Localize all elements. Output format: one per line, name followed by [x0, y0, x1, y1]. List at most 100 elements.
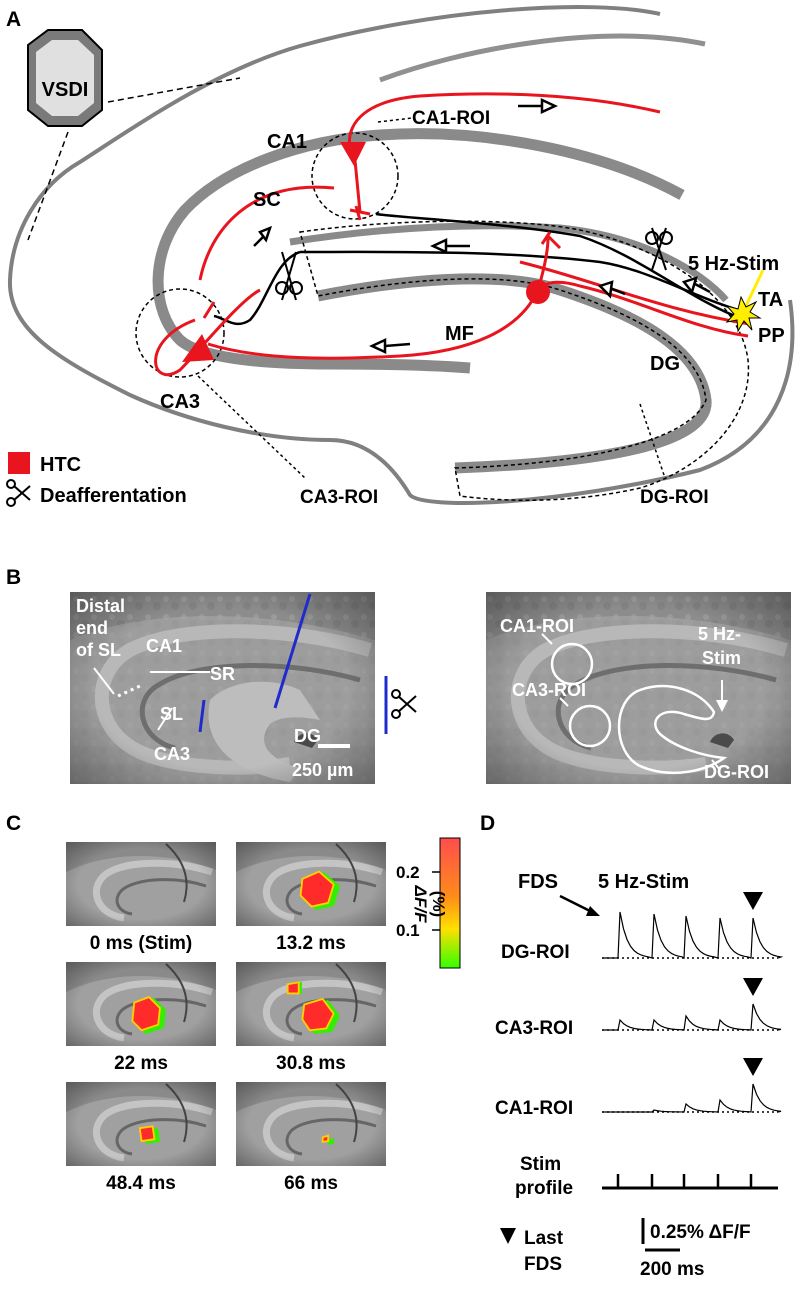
ta-red-fiber [519, 260, 751, 326]
slice-image-right [486, 592, 791, 784]
colorbar-tick-label-high: 0.2 [396, 863, 420, 882]
slice-image-left [70, 592, 375, 784]
mf-label: MF [445, 323, 474, 345]
sr-label: SR [210, 664, 235, 684]
colorbar-title: ΔF/F [411, 885, 430, 924]
ca1-synapse [349, 205, 371, 221]
cut-line-sc [198, 699, 206, 733]
trace-label-ca1: CA1-ROI [495, 1098, 573, 1119]
panel-b: B Distal end of SL CA1 SR SL CA3 DG [6, 566, 791, 784]
last-fds-label-2: FDS [524, 1254, 562, 1275]
frame-time-label: 0 ms (Stim) [90, 933, 192, 954]
htc-ca3-soma [182, 334, 214, 362]
ca3-roi-leader [197, 375, 306, 479]
scissors-icon-pp [645, 227, 673, 271]
stim-label-d: 5 Hz-Stim [598, 871, 689, 893]
legend-htc-swatch [8, 452, 30, 474]
vsdi-view-line-2 [27, 131, 69, 241]
slice-outline [7, 5, 795, 505]
sl-label: SL [160, 704, 183, 724]
dg-label-b: DG [294, 726, 321, 746]
dg-synapse [540, 231, 562, 250]
ca1-roi-label: CA1-ROI [412, 108, 490, 129]
frame-time-label: 66 ms [284, 1173, 338, 1194]
distal-label-3: of SL [76, 640, 121, 660]
scissors-icon-sc [275, 251, 303, 301]
frame-time-label: 48.4 ms [106, 1173, 176, 1194]
alveus-band [379, 33, 706, 83]
pp-label: PP [758, 325, 785, 347]
scale-label-y: 0.25% ΔF/F [650, 1222, 751, 1243]
stim-flash [725, 295, 762, 333]
fds-arrow [559, 894, 593, 914]
stim-profile-label-1: Stim [520, 1154, 561, 1175]
last-fds-marker [743, 1058, 763, 1076]
dg-roi-leader-b [711, 759, 721, 771]
stim-label-b-1: 5 Hz- [698, 624, 741, 644]
dg-roi-label: DG-ROI [640, 487, 709, 508]
trace-label-ca3: CA3-ROI [495, 1018, 573, 1039]
colorbar-tick-label-low: 0.1 [396, 921, 420, 940]
vsdi-frame [236, 1082, 386, 1166]
sl-leader [157, 707, 173, 731]
stim-profile-ticks [616, 1174, 753, 1188]
pp-fiber-2 [375, 212, 746, 322]
dg-granule-soma [526, 280, 550, 304]
colorbar-unit: (%) [429, 891, 448, 917]
ca3-label: CA3 [160, 391, 200, 413]
stim-arrow-head-b [716, 700, 728, 712]
ca1-roi-leader-b [541, 633, 553, 645]
dg-label: DG [650, 353, 680, 375]
htc-sc-axon [198, 185, 335, 281]
ca1-roi-leader [377, 117, 413, 123]
ca3-roi-label: CA3-ROI [300, 487, 378, 508]
panel-c-letter: C [6, 812, 21, 835]
ca3-roi-circle [135, 288, 225, 378]
htc-ca1-soma [340, 142, 366, 166]
last-fds-marker-legend [500, 1228, 516, 1244]
distal-label-1: Distal [76, 596, 125, 616]
scale-label: 250 µm [292, 760, 353, 780]
vsdi-view-line-1 [107, 77, 241, 103]
ca3-label-b: CA3 [154, 744, 190, 764]
fds-trace [602, 1003, 782, 1031]
cut-line-dg [273, 593, 312, 709]
stim-profile-label-2: profile [515, 1178, 573, 1199]
dg-inner-band [289, 222, 729, 303]
legend-deaff-label: Deafferentation [40, 485, 187, 507]
vsdi-frame [236, 962, 386, 1046]
ca1-roi-circle [311, 132, 399, 220]
fds-trace [602, 911, 784, 960]
panel-d: D FDS 5 Hz-Stim DG-ROI CA3-ROI CA1-ROI S… [480, 812, 784, 1280]
dg-roi-leader [639, 403, 666, 479]
ca3-roi-label-b: CA3-ROI [512, 680, 586, 700]
htc-ca3-axon [154, 288, 261, 377]
legend-htc-label: HTC [40, 454, 81, 476]
last-fds-label-1: Last [524, 1228, 564, 1249]
ca1-label-b: CA1 [146, 636, 182, 656]
panel-a-letter: A [6, 8, 21, 31]
trace-label-dg: DG-ROI [501, 942, 570, 963]
fds-traces [602, 892, 784, 1113]
stim-electrode [742, 269, 765, 311]
vsdi-frame [236, 842, 386, 926]
frame-time-label: 22 ms [114, 1053, 168, 1074]
dg-roi-outline [299, 220, 750, 501]
ca1-roi-label-b: CA1-ROI [500, 616, 574, 636]
fds-label: FDS [518, 871, 558, 893]
stim-label-b-2: Stim [702, 648, 741, 668]
vsdi-label: VSDI [42, 79, 89, 101]
ca1-roi-circle-b [550, 642, 594, 686]
sc-label: SC [253, 189, 281, 211]
panel-d-letter: D [480, 812, 495, 835]
fds-arrow-head [586, 906, 600, 916]
last-fds-marker [743, 892, 763, 910]
vsdi-frame [66, 842, 216, 926]
mf-axon [207, 289, 540, 360]
distal-label-2: end [76, 618, 108, 638]
panel-a: A VSDI [6, 5, 795, 508]
scale-label-x: 200 ms [640, 1259, 704, 1280]
frame-time-label: 30.8 ms [276, 1053, 346, 1074]
ca3-roi-circle-b [568, 704, 612, 748]
